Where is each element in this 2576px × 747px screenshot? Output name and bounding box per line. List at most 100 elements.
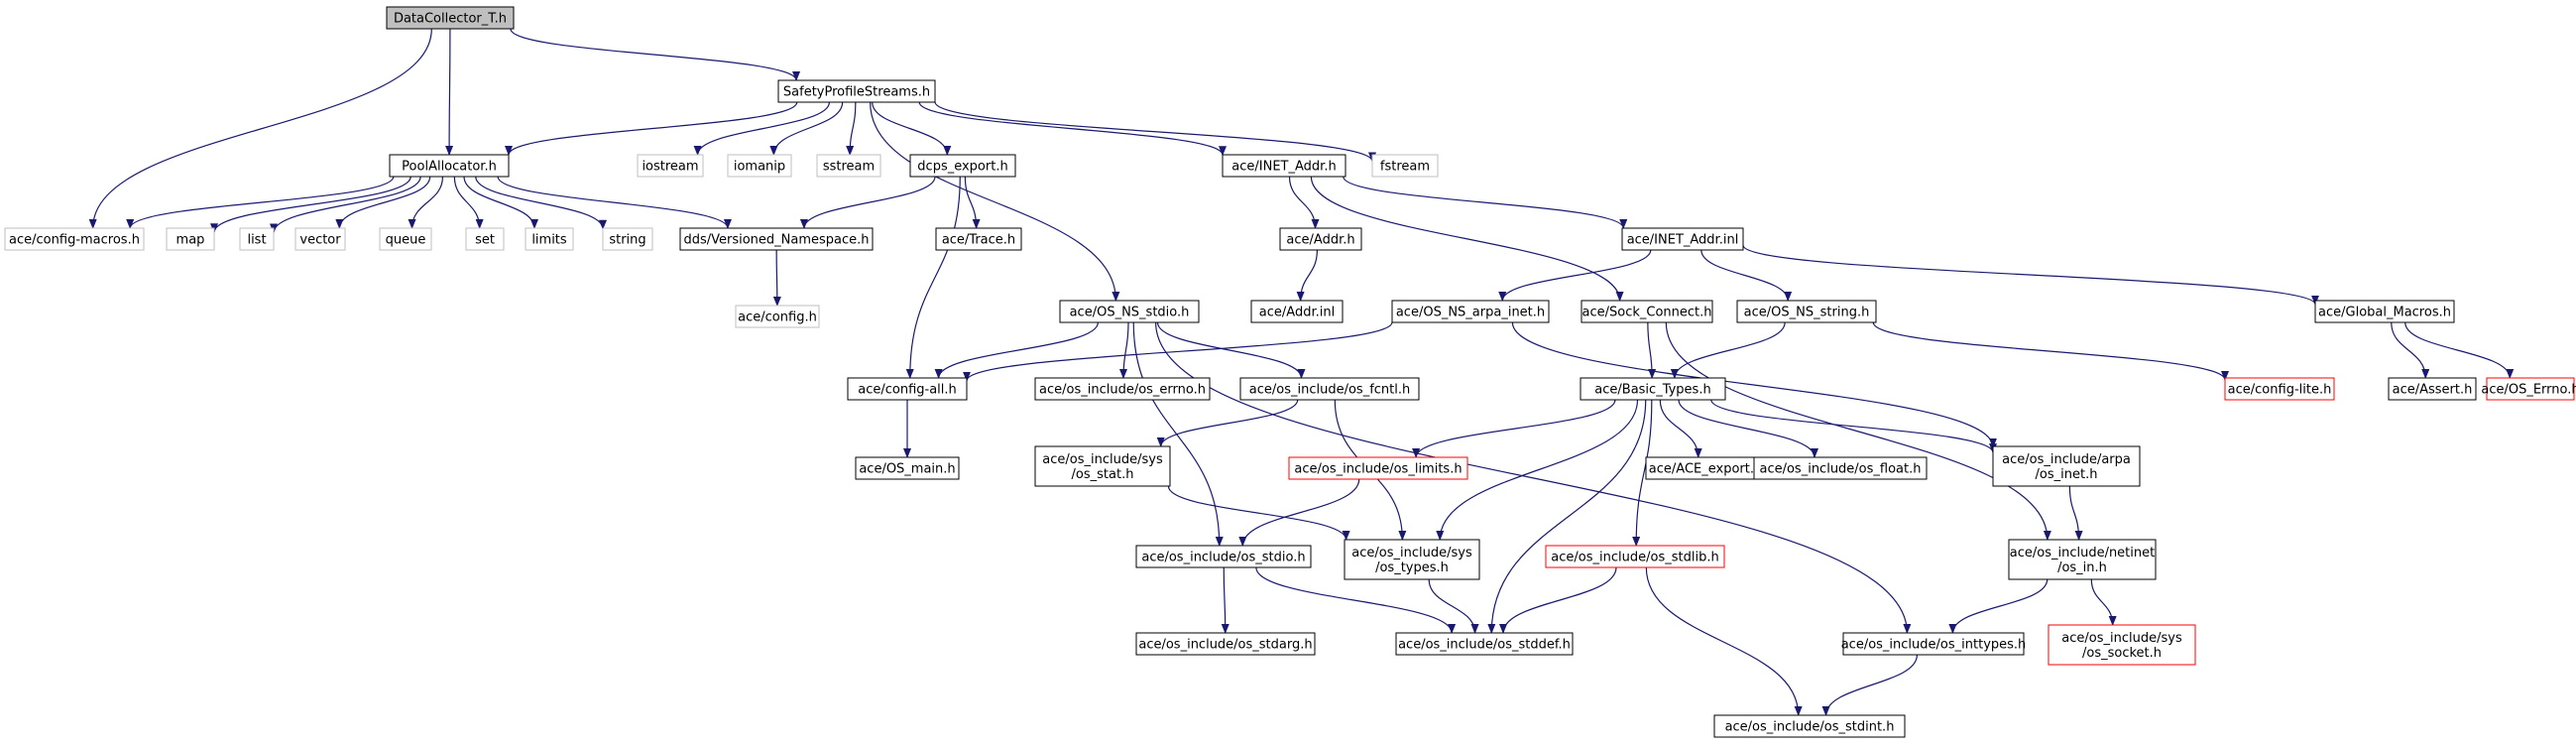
node-box	[1288, 456, 1468, 480]
node-label: ace/os_include/sys	[2061, 631, 2182, 646]
edge-n7-to-n25	[1310, 176, 1624, 302]
graph-node: limits	[525, 227, 574, 251]
node-box	[1391, 300, 1550, 323]
graph-node[interactable]: ace/OS_Errno.h	[2481, 377, 2576, 401]
graph-node[interactable]: ace/os_include/os_stdlib.h	[1545, 545, 1725, 568]
graph-node[interactable]: ace/os_include/os_stdint.h	[1713, 714, 1906, 738]
graph-node[interactable]: ace/INET_Addr.inl	[1621, 227, 1744, 251]
node-label: ace/OS_NS_stdio.h	[1070, 306, 1190, 320]
graph-node[interactable]: ace/os_include/os_stdarg.h	[1135, 632, 1316, 656]
node-label: ace/os_include/sys	[1042, 452, 1163, 467]
node-box	[1545, 545, 1725, 568]
node-box	[1222, 154, 1347, 178]
node-label: sstream	[823, 160, 875, 175]
graph-node[interactable]: ace/os_include/arpa/os_inet.h	[1992, 445, 2141, 487]
graph-node[interactable]: ace/os_include/sys/os_socket.h	[2048, 624, 2196, 666]
edge-n40-to-n44	[2068, 485, 2083, 541]
node-box	[1580, 377, 1726, 401]
graph-node[interactable]: dds/Versioned_Namespace.h	[679, 227, 874, 251]
graph-node[interactable]: ace/os_include/os_fcntl.h	[1239, 377, 1420, 401]
edge-n6-to-n17	[799, 176, 936, 229]
node-box	[1753, 456, 1928, 480]
node-label: ace/ACE_export.h	[1649, 462, 1762, 477]
graph-node[interactable]: ace/os_include/os_stddef.h	[1395, 632, 1574, 656]
edge-n43-to-n46	[1499, 566, 1617, 634]
edge-n19-to-n23	[1296, 249, 1318, 302]
graph-node[interactable]: ace/os_include/sys/os_types.h	[1344, 539, 1480, 580]
edges	[88, 28, 2515, 716]
graph-node[interactable]: ace/config-all.h	[847, 377, 968, 401]
nodes: DataCollector_T.hSafetyProfileStreams.hP…	[4, 6, 2576, 738]
node-label: ace/Addr.h	[1286, 233, 1354, 248]
graph-node[interactable]: ace/os_include/sys/os_stat.h	[1034, 445, 1171, 487]
node-label: ace/config.h	[738, 311, 817, 325]
graph-node[interactable]: ace/Sock_Connect.h	[1581, 300, 1713, 323]
graph-node[interactable]: ace/os_include/os_stdio.h	[1135, 545, 1312, 568]
edge-n44-to-n48	[2090, 578, 2117, 626]
edge-n42-to-n46	[1428, 578, 1479, 634]
node-box	[909, 154, 1016, 178]
node-label: ace/os_include/sys	[1351, 546, 1472, 560]
edge-n1-to-n2	[505, 101, 798, 157]
node-label: ace/os_include/os_errno.h	[1039, 383, 1206, 398]
edge-n27-to-n33	[2391, 321, 2430, 379]
node-box	[2008, 539, 2157, 580]
node-box	[602, 227, 653, 251]
graph-node[interactable]: DataCollector_T.h	[386, 6, 515, 30]
graph-node[interactable]: ace/OS_main.h	[855, 456, 960, 480]
graph-node[interactable]: ace/INET_Addr.h	[1222, 154, 1347, 178]
node-box	[727, 154, 792, 178]
graph-node[interactable]: ace/os_include/os_errno.h	[1034, 377, 1211, 401]
graph-node[interactable]: ace/config-lite.h	[2224, 377, 2335, 401]
node-box	[2224, 377, 2335, 401]
graph-node[interactable]: ace/os_include/os_float.h	[1753, 456, 1928, 480]
graph-node[interactable]: ace/OS_NS_arpa_inet.h	[1391, 300, 1550, 323]
node-label: SafetyProfileStreams.h	[783, 85, 930, 100]
graph-node[interactable]: ace/os_include/os_inttypes.h	[1841, 632, 2027, 656]
graph-node[interactable]: ace/os_include/netinet/os_in.h	[2008, 539, 2157, 580]
node-box	[1621, 227, 1744, 251]
graph-node[interactable]: ace/Trace.h	[935, 227, 1022, 251]
edge-n2-to-n16	[475, 176, 607, 230]
edge-n1-to-n3	[693, 101, 831, 156]
graph-node[interactable]: dcps_export.h	[909, 154, 1016, 178]
edge-n1-to-n4	[769, 101, 844, 156]
node-box	[855, 456, 960, 480]
graph-node[interactable]: ace/Global_Macros.h	[2314, 300, 2455, 323]
graph-node[interactable]: ace/Assert.h	[2388, 377, 2477, 401]
graph-node[interactable]: ace/OS_NS_stdio.h	[1059, 300, 1200, 323]
node-box	[679, 227, 874, 251]
edge-n1-to-n8	[934, 101, 1376, 163]
node-box	[847, 377, 968, 401]
graph-node[interactable]: PoolAllocator.h	[389, 154, 510, 178]
node-box	[1992, 445, 2141, 487]
edge-n1-to-n7	[918, 101, 1227, 157]
edge-n17-to-n21	[772, 249, 781, 307]
graph-node[interactable]: ace/Addr.h	[1279, 227, 1362, 251]
graph-node: sstream	[816, 154, 881, 178]
graph-node[interactable]: ace/os_include/os_limits.h	[1288, 456, 1468, 480]
node-box	[1395, 632, 1574, 656]
graph-node[interactable]: ace/ACE_export.h	[1645, 456, 1766, 480]
node-label: ace/config-lite.h	[2228, 383, 2332, 398]
edge-n2-to-n15	[463, 176, 538, 229]
node-label: PoolAllocator.h	[402, 160, 497, 175]
node-box	[1371, 154, 1439, 178]
node-label: ace/Sock_Connect.h	[1582, 306, 1712, 320]
node-label: iostream	[642, 160, 698, 175]
graph-node[interactable]: SafetyProfileStreams.h	[777, 79, 936, 103]
edge-n2-to-n14	[453, 176, 484, 229]
graph-node[interactable]: ace/Addr.inl	[1250, 300, 1344, 323]
edge-n0-to-n2	[445, 28, 454, 156]
edge-n2-to-n13	[408, 176, 444, 229]
graph-node[interactable]: ace/OS_NS_string.h	[1736, 300, 1877, 323]
node-label: ace/os_include/os_stdlib.h	[1551, 551, 1718, 565]
edge-n30-to-n36	[1156, 399, 1299, 447]
graph-node[interactable]: ace/Basic_Types.h	[1580, 377, 1726, 401]
edge-n7-to-n20	[1343, 176, 1628, 229]
node-box	[386, 6, 515, 30]
edge-n31-to-n37	[1412, 399, 1616, 458]
edge-n2-to-n9	[126, 176, 395, 229]
edge-n0-to-n9	[88, 28, 432, 229]
node-label: ace/INET_Addr.inl	[1627, 233, 1739, 248]
